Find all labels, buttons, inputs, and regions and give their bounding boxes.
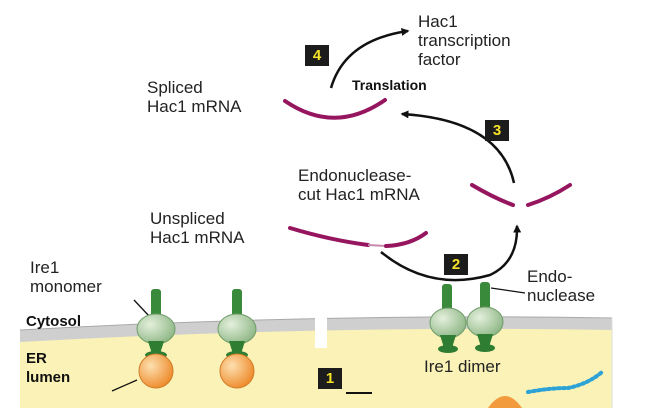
- endonuclease-label: Endo- nuclease: [527, 267, 596, 305]
- arrow-step-3: [400, 110, 516, 184]
- cut-mrna-left: [470, 183, 515, 207]
- cut-mrna-right: [526, 183, 572, 207]
- ire1-monomer-2: [217, 289, 257, 389]
- step-badge-3: 3: [485, 120, 509, 141]
- spliced-mrna: [283, 98, 387, 120]
- translation-label: Translation: [352, 77, 427, 93]
- step-badge-4: 4: [305, 45, 329, 66]
- endonuclease-leader: [490, 287, 526, 294]
- er-lumen-label: ER lumen: [26, 350, 71, 386]
- spliced-mrna-label: Spliced Hac1 mRNA: [147, 78, 242, 116]
- er-lumen: [20, 321, 612, 408]
- cut-mrna-label: Endonuclease- cut Hac1 mRNA: [298, 166, 420, 204]
- intron: [367, 244, 387, 247]
- ire1-dimer-label: Ire1 dimer: [424, 357, 501, 376]
- hac1-transcription-factor-label: Hac1 transcription factor: [418, 12, 511, 69]
- unspliced-mrna-left: [288, 226, 370, 247]
- cytosol-label: Cytosol: [26, 313, 82, 330]
- unspliced-mrna-right: [384, 231, 428, 248]
- unspliced-mrna-label: Unspliced Hac1 mRNA: [150, 209, 245, 247]
- ire1-monomer-leader: [133, 299, 151, 318]
- ire1-monomer-1: [136, 289, 176, 389]
- chaperone-partial: [488, 396, 522, 408]
- arrow-step-4: [329, 27, 410, 89]
- step-badge-1: 1: [318, 368, 342, 389]
- unfolded-protein-chain: [526, 370, 604, 394]
- ire1-dimer: [429, 282, 504, 353]
- ire1-monomer-label: Ire1 monomer: [30, 258, 102, 296]
- lumen-leader: [111, 379, 138, 392]
- membrane-gap: [315, 318, 327, 348]
- arrow-step-2: [380, 224, 522, 282]
- step-badge-2: 2: [444, 254, 468, 275]
